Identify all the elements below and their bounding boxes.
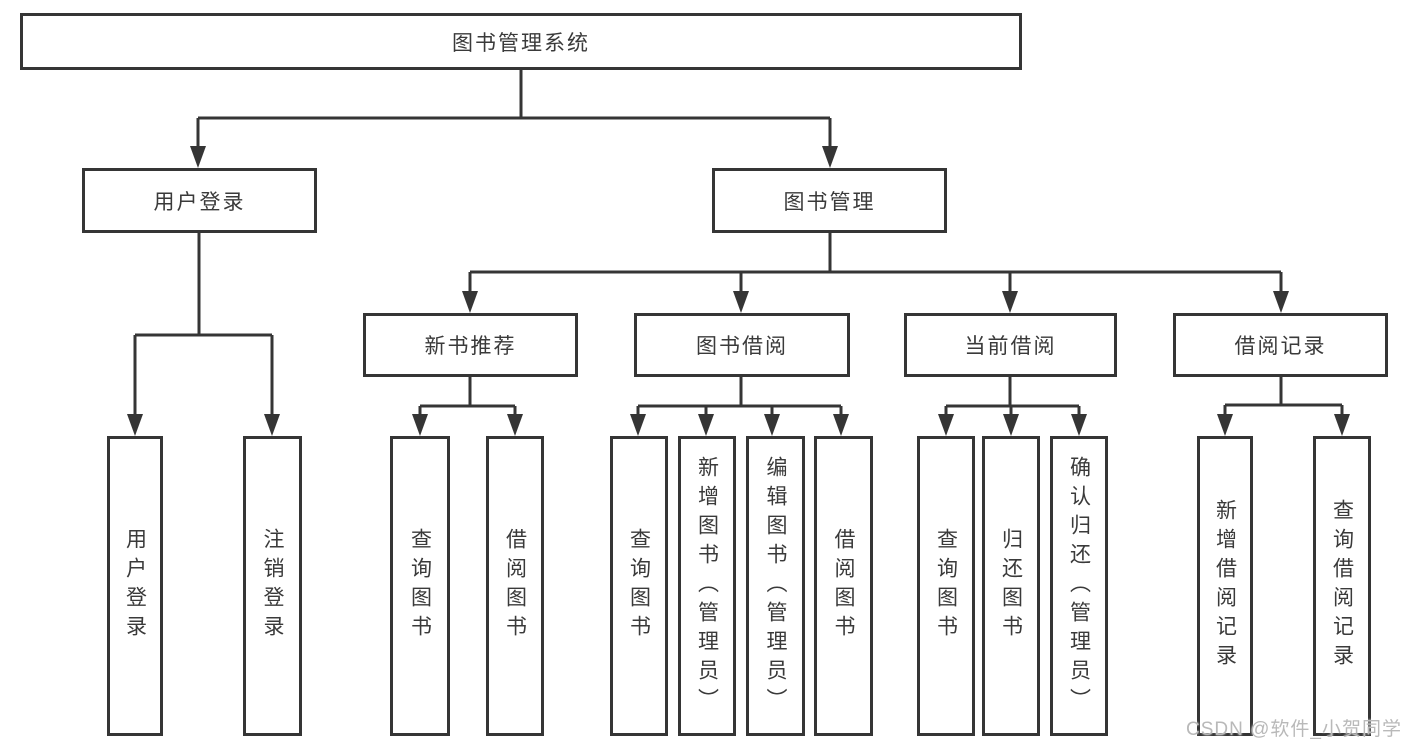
node-user-login: 用户登录 <box>82 168 317 233</box>
node-book-management: 图书管理 <box>712 168 947 233</box>
node-current-borrow: 当前借阅 <box>904 313 1117 377</box>
leaf-borrow-query-book: 查询图书 <box>610 436 668 736</box>
leaf-borrow-add-book-admin: 新增图书（管理员） <box>678 436 736 736</box>
node-new-book-recommend: 新书推荐 <box>363 313 578 377</box>
csdn-watermark: CSDN @软件_小贺同学 <box>1186 719 1402 740</box>
leaf-logout: 注销登录 <box>243 436 302 736</box>
leaf-borrow-borrow-book: 借阅图书 <box>814 436 873 736</box>
leaf-record-add-record: 新增借阅记录 <box>1197 436 1253 736</box>
node-book-borrow: 图书借阅 <box>634 313 850 377</box>
leaf-record-query-record: 查询借阅记录 <box>1313 436 1371 736</box>
leaf-borrow-edit-book-admin: 编辑图书（管理员） <box>746 436 805 736</box>
leaf-current-query-book: 查询图书 <box>917 436 975 736</box>
leaf-current-return-book: 归还图书 <box>982 436 1040 736</box>
node-root: 图书管理系统 <box>20 13 1022 70</box>
leaf-current-confirm-return-admin: 确认归还（管理员） <box>1050 436 1108 736</box>
leaf-newbook-query-book: 查询图书 <box>390 436 450 736</box>
leaf-user-login: 用户登录 <box>107 436 163 736</box>
leaf-newbook-borrow-book: 借阅图书 <box>486 436 544 736</box>
node-borrow-record: 借阅记录 <box>1173 313 1388 377</box>
